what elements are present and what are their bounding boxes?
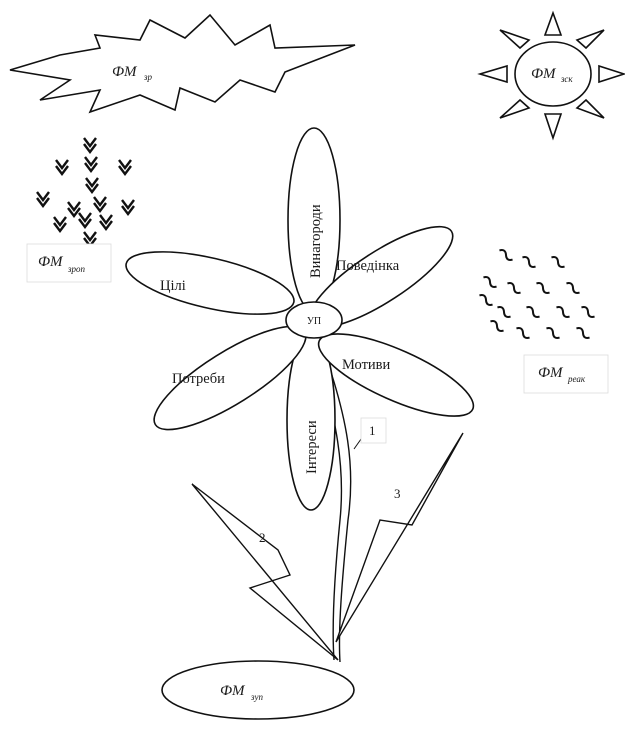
petal-label-top: Винагороди: [308, 204, 324, 278]
factor-label-zup-sub: зуп: [250, 692, 263, 702]
wave-mark-icon: [550, 255, 566, 268]
factor-label-zrop-main: ФМ: [38, 254, 64, 270]
chevron-rain-shape: [37, 138, 134, 246]
wave-mark-icon: [565, 281, 581, 294]
leaf-left-number: 2: [259, 530, 266, 545]
factor-label-zr-sub: зр: [143, 72, 153, 82]
wave-lines-shape: [478, 248, 596, 339]
factor-label-zrop-sub: зроп: [67, 264, 86, 274]
wave-mark-icon: [525, 305, 541, 318]
wave-mark-icon: [575, 326, 591, 339]
wave-mark-icon: [482, 275, 498, 288]
wave-mark-icon: [515, 326, 531, 339]
wave-mark-icon: [555, 305, 571, 318]
leaf-right-number: 3: [394, 486, 401, 501]
factor-label-reak-sub: реак: [567, 374, 586, 384]
wave-mark-icon: [580, 305, 596, 318]
wave-mark-icon: [496, 305, 512, 318]
factor-label-zup-main: ФМ: [220, 683, 246, 699]
petal-label-left-lower: Потреби: [172, 371, 225, 387]
petal-label-right-lower: Мотиви: [342, 357, 391, 373]
factor-label-zr-main: ФМ: [112, 64, 138, 80]
wave-mark-icon: [506, 281, 522, 294]
leaf-right: [336, 433, 463, 642]
wave-mark-icon: [521, 255, 537, 268]
petal-label-bottom: Інтереси: [304, 420, 320, 474]
center-label: УП: [307, 316, 321, 327]
leaf-left: [192, 484, 338, 660]
factor-label-reak-box: [524, 355, 608, 393]
factor-label-reak-main: ФМ: [538, 365, 564, 381]
petal-label-right-upper: Поведінка: [336, 258, 400, 274]
wave-mark-icon: [478, 293, 494, 306]
wave-mark-icon: [498, 248, 514, 261]
wave-mark-icon: [545, 326, 561, 339]
stem-number: 1: [369, 423, 376, 438]
cloud-burst-shape: [10, 15, 355, 112]
petal-left-upper: [121, 239, 300, 326]
wave-mark-icon: [535, 281, 551, 294]
factor-label-zsk-sub: зск: [560, 74, 573, 84]
factor-label-zsk-main: ФМ: [531, 66, 557, 82]
ground-ellipse: [162, 661, 354, 719]
petal-label-left-upper: Цілі: [160, 278, 186, 294]
wave-mark-icon: [489, 319, 505, 332]
